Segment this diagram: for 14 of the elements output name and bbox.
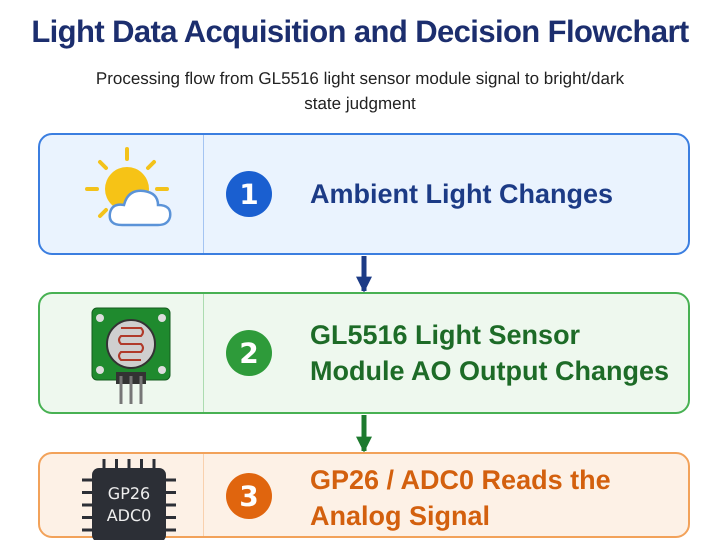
step-number: 2: [226, 330, 272, 376]
step-box: [38, 292, 690, 414]
step-number: 1: [226, 171, 272, 217]
arrow: [356, 415, 372, 453]
step-title: GL5516 Light Sensor Module AO Output Changes: [310, 319, 670, 388]
step-box: [38, 133, 690, 255]
title: Light Data Acquisition and Decision Flowchart: [30, 14, 690, 50]
step-title: Ambient Light Changes: [310, 178, 614, 211]
chip-label: GP26 ADC0: [92, 468, 166, 540]
subtitle: Processing flow from GL5516 light sensor module signal to bright/dark state judgment: [94, 68, 626, 115]
arrow: [356, 256, 372, 293]
step-box: [38, 452, 690, 538]
step-number: 3: [226, 473, 272, 519]
step-title: GP26 / ADC0 Reads the Analog Signal: [310, 464, 612, 533]
